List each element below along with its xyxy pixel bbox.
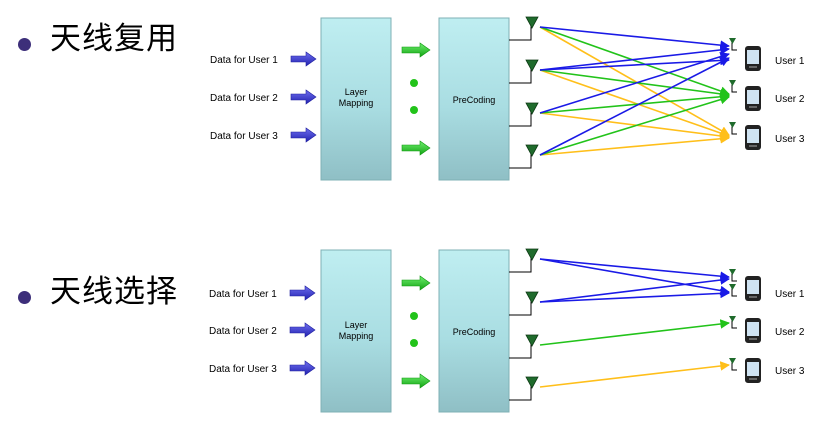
links-user1 <box>539 26 730 156</box>
section-2-diagram: Data for User 1 Data for User 2 Data for… <box>209 248 805 413</box>
antenna-icon <box>509 102 539 127</box>
antenna-icon <box>509 248 539 273</box>
arrow-right-icon <box>289 360 316 376</box>
input-label-user2: Data for User 2 <box>210 93 278 104</box>
dot-icon <box>410 339 418 347</box>
arrow-right-icon <box>289 285 316 301</box>
phone-icon <box>729 38 761 71</box>
bullet-dot <box>18 38 31 51</box>
section-1-diagram: Data for User 1 Data for User 2 Data for… <box>210 16 805 181</box>
phone-icon <box>729 316 761 343</box>
dot-icon <box>410 312 418 320</box>
user-label-2: User 2 <box>775 327 805 338</box>
precoding-block <box>438 17 510 181</box>
phone-icon <box>729 122 761 150</box>
user-label-3: User 3 <box>775 134 805 145</box>
input-label-user3: Data for User 3 <box>210 131 278 142</box>
arrow-right-icon <box>290 51 317 67</box>
precoding-label: PreCoding <box>453 327 496 337</box>
section-heading-selection: 天线选择 <box>50 274 178 310</box>
link-user3 <box>539 361 730 388</box>
input-label-user1: Data for User 1 <box>210 55 278 66</box>
layer-mapping-label-line2: Mapping <box>339 331 374 341</box>
arrow-right-icon <box>290 127 317 143</box>
user-label-3: User 3 <box>775 366 805 377</box>
layer-mapping-label-line1: Layer <box>345 320 368 330</box>
link-user2 <box>539 319 730 346</box>
links-user2 <box>539 26 730 156</box>
user-label-2: User 2 <box>775 94 805 105</box>
arrow-right-icon <box>289 322 316 338</box>
layer-mapping-label-line1: Layer <box>345 87 368 97</box>
antenna-icon <box>509 334 539 359</box>
antenna-icon <box>509 291 539 316</box>
arrow-right-icon <box>401 42 431 58</box>
phone-icon <box>729 269 761 301</box>
dot-icon <box>410 79 418 87</box>
arrow-right-icon <box>401 373 431 389</box>
antenna-icon <box>509 59 539 84</box>
antenna-icon <box>509 144 539 169</box>
arrow-right-icon <box>290 89 317 105</box>
antenna-icon <box>509 16 539 41</box>
section-heading-multiplexing: 天线复用 <box>50 21 178 57</box>
phone-icon <box>729 80 761 111</box>
input-label-user1: Data for User 1 <box>209 289 277 300</box>
user-label-1: User 1 <box>775 289 805 300</box>
bullet-dot <box>18 291 31 304</box>
layer-mapping-label-line2: Mapping <box>339 98 374 108</box>
input-label-user2: Data for User 2 <box>209 326 277 337</box>
precoding-label: PreCoding <box>453 95 496 105</box>
user-label-1: User 1 <box>775 56 805 67</box>
layer-mapping-block <box>320 249 392 413</box>
input-label-user3: Data for User 3 <box>209 364 277 375</box>
layer-mapping-block <box>320 17 392 181</box>
links-user3 <box>539 26 730 156</box>
antenna-icon <box>509 376 539 401</box>
phone-icon <box>729 358 761 383</box>
links-user1 <box>539 258 730 303</box>
arrow-right-icon <box>401 275 431 291</box>
precoding-block <box>438 249 510 413</box>
dot-icon <box>410 106 418 114</box>
arrow-right-icon <box>401 140 431 156</box>
